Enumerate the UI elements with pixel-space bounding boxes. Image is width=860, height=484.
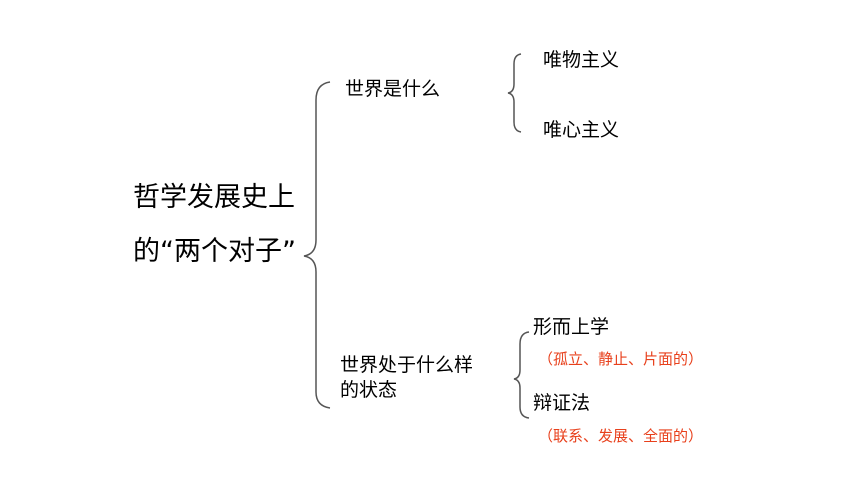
state-brace: [513, 331, 530, 419]
dialectics-note: （联系、发展、全面的）: [538, 427, 704, 445]
branch-world-label: 世界是什么: [345, 78, 441, 100]
branch-state-label-line1: 世界处于什么样: [340, 354, 474, 376]
root-title-line1: 哲学发展史上: [133, 182, 295, 213]
leaf-materialism: 唯物主义: [543, 49, 620, 71]
metaphysics-note: （孤立、静止、片面的）: [538, 350, 704, 368]
root-title-line2: 的“两个对子”: [133, 236, 296, 267]
leaf-metaphysics: 形而上学: [533, 316, 610, 338]
main-brace: [303, 81, 331, 409]
leaf-dialectics: 辩证法: [533, 392, 591, 414]
branch-state-label-line2: 的状态: [340, 379, 398, 401]
leaf-idealism: 唯心主义: [543, 119, 620, 141]
world-brace: [507, 53, 522, 133]
